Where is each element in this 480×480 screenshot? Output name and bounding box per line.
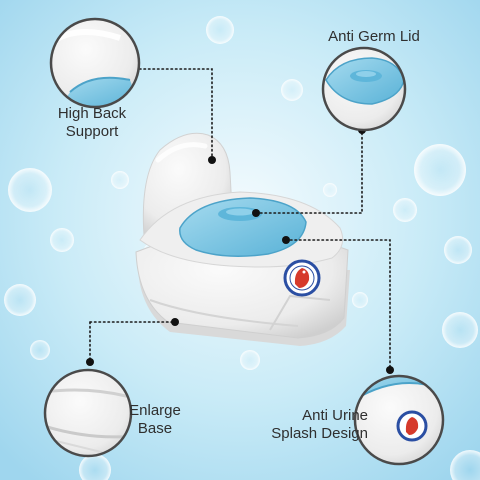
dragon-sticker-icon <box>283 259 321 297</box>
bubbles <box>4 16 480 480</box>
anti-urine-splash-zoom-icon <box>353 374 445 466</box>
anti-germ-lid-zoom-icon <box>321 46 407 132</box>
leader-lines <box>89 68 391 371</box>
high-back-zoom-icon <box>49 17 141 109</box>
enlarge-base-line1: Enlarge <box>129 402 181 419</box>
anti-germ-lid-label: Anti Germ Lid <box>306 28 442 46</box>
anti-urine-splash-label: Anti Urine Splash Design <box>266 407 368 443</box>
high-back-support-label: High Back Support <box>40 105 144 141</box>
high-back-support-line2: Support <box>65 123 119 140</box>
anti-germ-lid-line1: Anti Germ Lid <box>328 28 420 45</box>
anti-urine-splash-line2: Splash Design <box>271 425 368 442</box>
enlarge-base-label: Enlarge Base <box>116 402 194 438</box>
high-back-support-line1: High Back <box>57 105 127 122</box>
enlarge-base-zoom-icon <box>43 368 133 458</box>
anti-urine-splash-line1: Anti Urine <box>302 407 368 424</box>
enlarge-base-line2: Base <box>137 420 173 437</box>
